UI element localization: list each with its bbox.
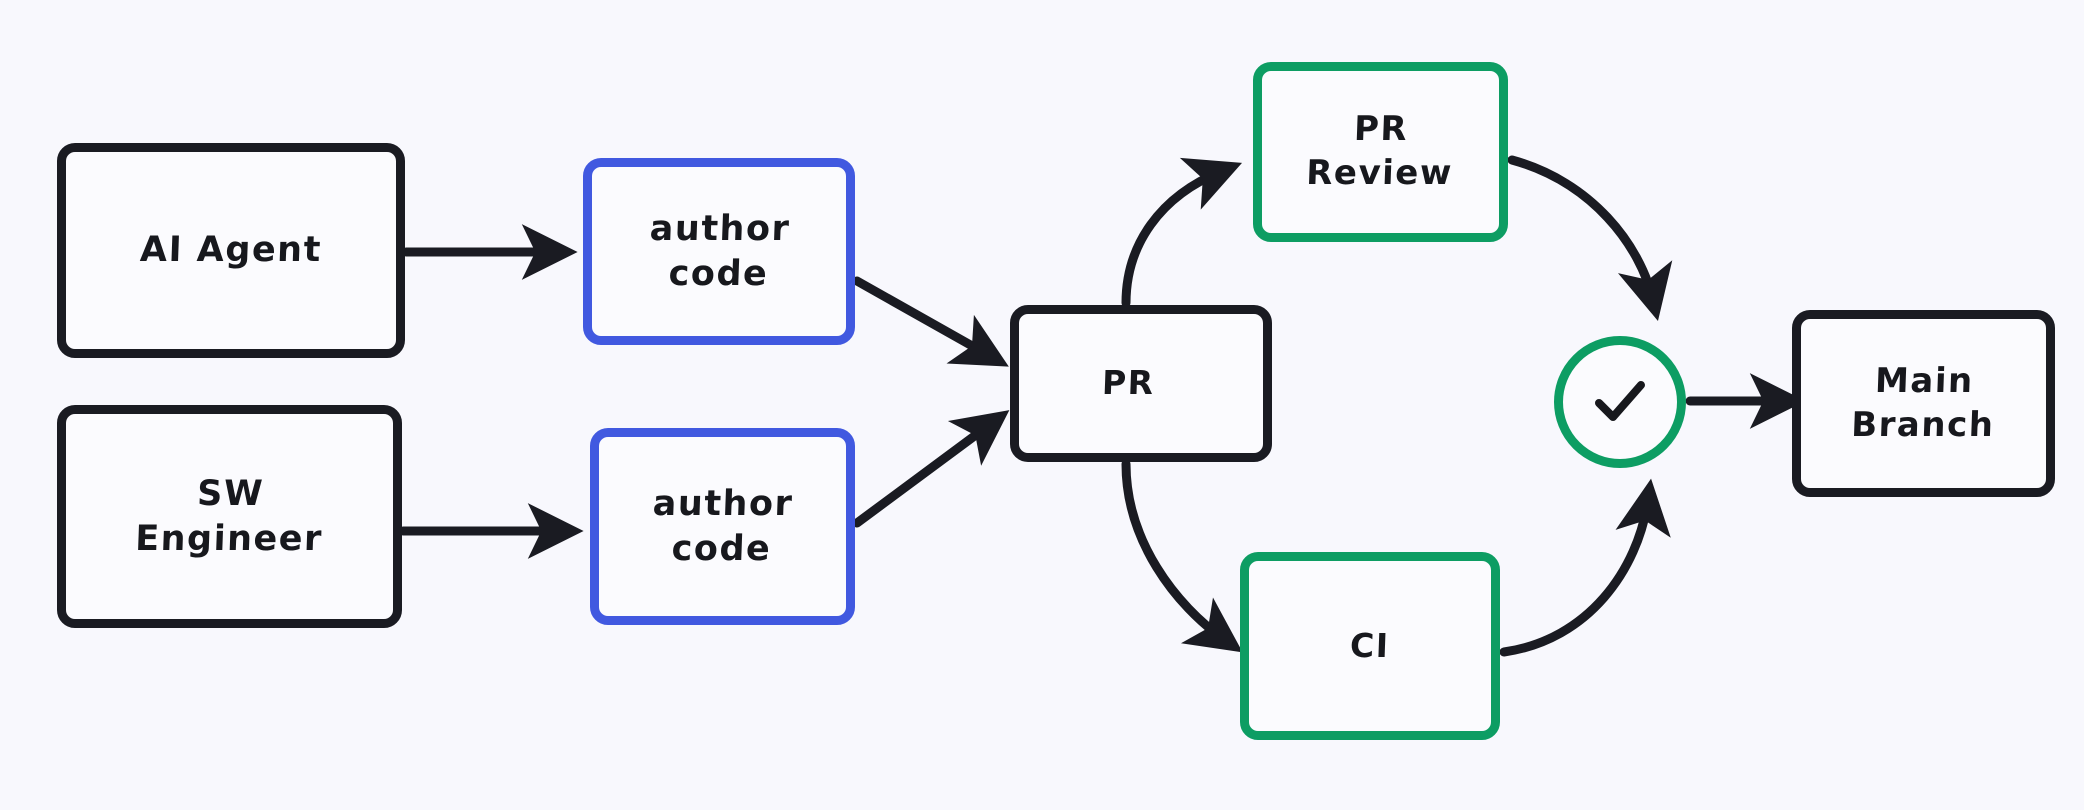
check-icon (1595, 381, 1645, 421)
edge-pr-to-pr-review (1121, 157, 1243, 308)
node-pr-review[interactable]: PR Review (1253, 62, 1508, 242)
node-main-branch-label: Main Branch (1850, 360, 1996, 445)
node-main-branch[interactable]: Main Branch (1792, 310, 2055, 497)
node-sw-engineer[interactable]: SW Engineer (57, 405, 402, 628)
node-pr-review-label: PR Review (1305, 109, 1454, 193)
node-author-code-agent[interactable]: author code (583, 158, 855, 345)
edge-author-code-engineer-to-pr (852, 410, 1010, 528)
node-ci-label: CI (1349, 625, 1391, 665)
node-ai-agent[interactable]: AI Agent (57, 143, 405, 358)
edge-pr-review-to-check (1507, 155, 1673, 322)
node-author-code-engineer-label: author code (652, 483, 795, 569)
node-ai-agent-label: AI Agent (139, 230, 323, 271)
node-pr[interactable]: PR (1010, 305, 1272, 462)
node-approved-check[interactable] (1554, 336, 1686, 468)
edge-pr-to-ci (1121, 459, 1243, 653)
node-pr-label: PR (1101, 363, 1155, 403)
edge-ci-to-check (1499, 478, 1671, 657)
edge-author-code-agent-to-pr (852, 276, 1009, 367)
node-sw-engineer-label: SW Engineer (134, 473, 324, 559)
node-author-code-agent-label: author code (648, 208, 791, 294)
node-ci[interactable]: CI (1240, 552, 1500, 740)
node-author-code-engineer[interactable]: author code (590, 428, 855, 625)
